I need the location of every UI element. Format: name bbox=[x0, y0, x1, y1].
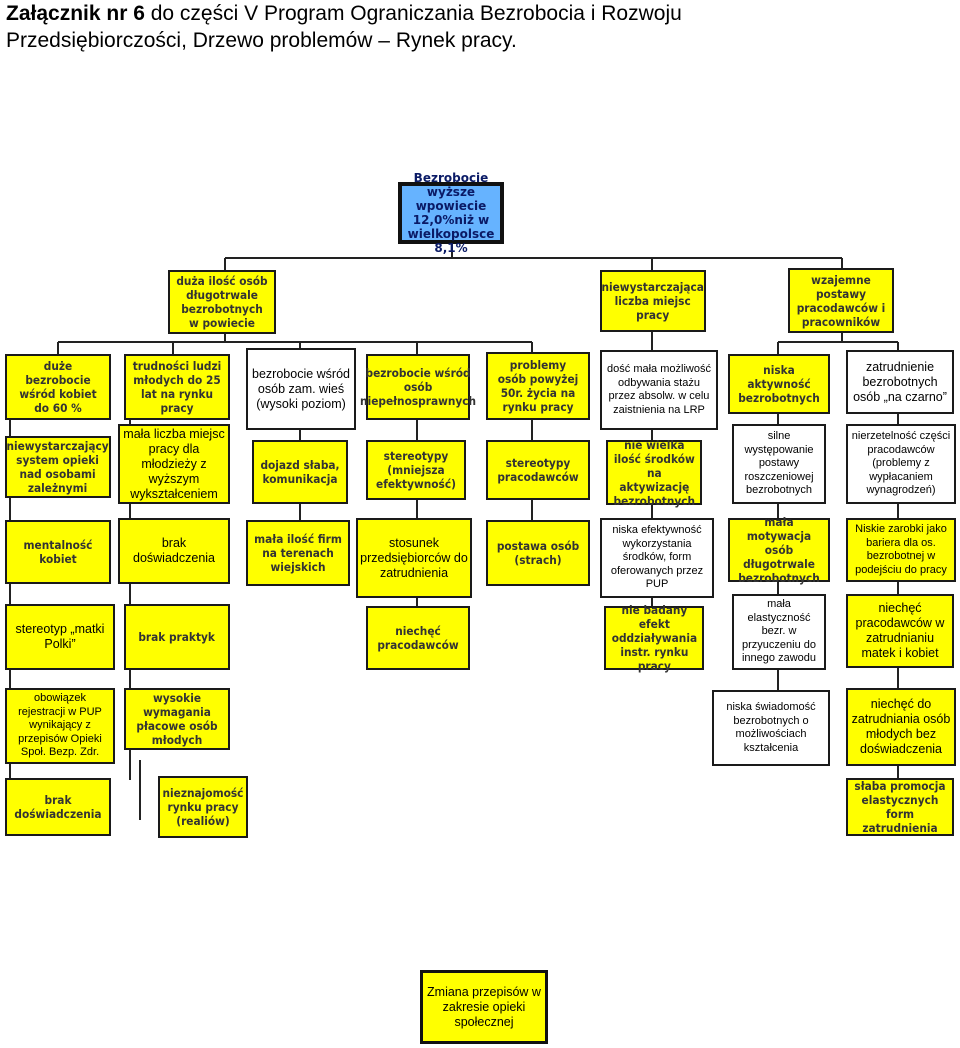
box-illegal-employment: zatrudnienie bezrobotnych osób „na czarn… bbox=[846, 350, 954, 414]
box-high-wage-demands: wysokie wymagania płacowe osób młodych bbox=[124, 688, 230, 750]
box-training-awareness: niska świadomość bezrobotnych o możliwoś… bbox=[712, 690, 830, 766]
title-bold: Załącznik nr 6 bbox=[6, 2, 145, 25]
box-claiming-attitude: silne występowanie postawy roszczeniowej… bbox=[732, 424, 826, 504]
box-instrument-impact: nie badany efekt oddziaływania instr. ry… bbox=[604, 603, 704, 673]
box-regulation-change: Zmiana przepisów w zakresie opieki społe… bbox=[420, 970, 548, 1044]
box-pup-efficiency: niska efektywność wykorzystania środków,… bbox=[600, 518, 714, 598]
box-low-wages: Niskie zarobki jako bariera dla os. bezr… bbox=[846, 518, 956, 582]
box-low-motivation: mała motywacja osób długotrwale bezrobot… bbox=[728, 515, 830, 585]
box-young-no-experience: niechęć do zatrudniania osób młodych bez… bbox=[846, 688, 956, 766]
box-women-mentality: mentalność kobiet bbox=[5, 520, 111, 584]
page-title: Załącznik nr 6 do części V Program Ogran… bbox=[6, 0, 946, 54]
box-low-activity: niska aktywność bezrobotnych bbox=[728, 354, 830, 414]
box-few-rural-firms: mała ilość firm na terenach wiejskich bbox=[246, 520, 350, 586]
level1-box-jobs-shortage: niewystarczająca liczba miejsc pracy bbox=[600, 270, 706, 332]
box-disabled-unemployment: bezrobocie wśród osób niepełnosprawnych bbox=[360, 354, 476, 420]
box-no-experience-b: brak doświadczenia bbox=[118, 518, 230, 584]
box-poor-transport: dojazd słaba, komunikacja bbox=[252, 440, 348, 504]
box-flexible-forms: słaba promocja elastycznych form zatrudn… bbox=[846, 778, 954, 836]
title-line2: Przedsiębiorczości, Drzewo problemów – R… bbox=[6, 29, 517, 52]
box-employer-stereotypes: stereotypy pracodawców bbox=[486, 440, 590, 500]
box-over-50-problems: problemy osób powyżej 50r. życia na rynk… bbox=[486, 352, 590, 420]
box-low-flexibility: mała elastyczność bezr. w przyuczeniu do… bbox=[732, 594, 826, 670]
level1-box-long-term-unemployed: duża ilość osób długotrwale bezrobotnych… bbox=[168, 270, 276, 334]
box-few-graduate-jobs: mała liczba miejsc pracy dla młodzieży z… bbox=[118, 424, 230, 504]
box-women-unemployment: duże bezrobocie wśród kobiet do 60 % bbox=[5, 354, 111, 420]
box-no-internships: brak praktyk bbox=[124, 604, 230, 670]
box-stereotypes-efficiency: stereotypy (mniejsza efektywność) bbox=[366, 440, 466, 500]
root-problem-box: Bezrobocie wyższe wpowiecie 12,0%niż w w… bbox=[398, 171, 504, 255]
box-activation-funds: nie wielka ilość środków na aktywizację … bbox=[606, 438, 702, 508]
box-young-people: trudności ludzi młodych do 25 lat na ryn… bbox=[124, 354, 230, 420]
box-mother-stereotype: stereotyp „matki Polki” bbox=[5, 604, 115, 670]
box-registration-duty: obowiązek rejestracji w PUP wynikający z… bbox=[5, 688, 115, 764]
box-rural-unemployment: bezrobocie wśród osób zam. wieś (wysoki … bbox=[246, 348, 356, 430]
box-fear-attitude: postawa osób (strach) bbox=[486, 520, 590, 586]
box-no-experience-a: brak doświadczenia bbox=[5, 778, 111, 836]
box-market-ignorance: nieznajomość rynku pracy (realiów) bbox=[158, 776, 248, 838]
level1-box-attitudes: wzajemne postawy pracodawców i pracownik… bbox=[788, 268, 894, 333]
box-employer-attitude: stosunek przedsiębiorców do zatrudnienia bbox=[356, 518, 472, 598]
box-internship-opportunity: dość mała możliwość odbywania stażu prze… bbox=[600, 350, 718, 430]
box-mothers-reluctance: niechęć pracodawców w zatrudnianiu matek… bbox=[846, 594, 954, 668]
box-care-system: niewystarczający system opieki nad osoba… bbox=[5, 436, 111, 498]
box-employer-reluctance: niechęć pracodawców bbox=[366, 606, 470, 670]
box-dishonest-employers: nierzetelność części pracodawców (proble… bbox=[846, 424, 956, 504]
title-line1: do części V Program Ograniczania Bezrobo… bbox=[144, 2, 682, 25]
